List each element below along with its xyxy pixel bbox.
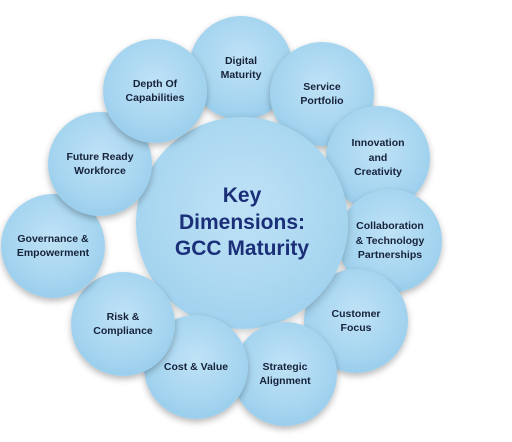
dimension-label: Digital Maturity [220,54,262,81]
dimension-label: Governance & Empowerment [16,232,90,259]
dimension-strategic-alignment: Strategic Alignment [233,322,337,426]
dimension-label: Customer Focus [331,307,381,334]
dimension-label: Cost & Value [163,360,229,373]
dimension-depth-of-capabilities: Depth Of Capabilities [103,39,207,143]
dimension-governance-and-empowerment: Governance & Empowerment [1,194,105,298]
dimension-label: Service Portfolio [300,80,344,107]
dimension-label: Depth Of Capabilities [125,77,185,104]
dimension-label: Innovation and Creativity [351,137,405,179]
dimension-risk-and-compliance: Risk & Compliance [71,272,175,376]
center-circle: Key Dimensions: GCC Maturity [136,117,348,329]
dimension-label: Collaboration & Technology Partnerships [355,220,425,262]
dimension-label: Future Ready Workforce [66,150,134,177]
dimension-label: Strategic Alignment [259,360,311,387]
center-title: Key Dimensions: GCC Maturity [174,183,310,261]
dimension-label: Risk & Compliance [93,310,153,337]
